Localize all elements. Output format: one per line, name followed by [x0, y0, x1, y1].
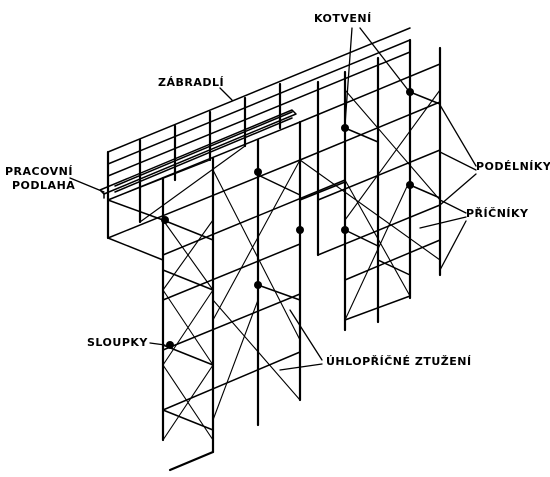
label-podelniky: PODÉLNÍKY [476, 160, 550, 173]
label-pracovni-line2: PODLAHA [12, 179, 76, 192]
longitudinal-beams [107, 63, 441, 411]
leader-lines [69, 27, 477, 371]
anchor-points [161, 88, 414, 349]
guard-rail [107, 27, 411, 193]
transverse-beams [107, 91, 441, 431]
working-platform [99, 109, 297, 199]
label-kotveni: KOTVENÍ [314, 12, 372, 25]
label-sloupky: SLOUPKY [87, 336, 148, 349]
label-zabradli: ZÁBRADLÍ [158, 76, 225, 89]
label-uhloprcne: ÚHLOPŘÍČNÉ ZTUŽENÍ [326, 355, 472, 368]
label-pricniky: PŘÍČNÍKY [466, 207, 529, 220]
diagonal-bracing [107, 89, 441, 441]
label-pracovni-line1: PRACOVNÍ [5, 165, 73, 178]
